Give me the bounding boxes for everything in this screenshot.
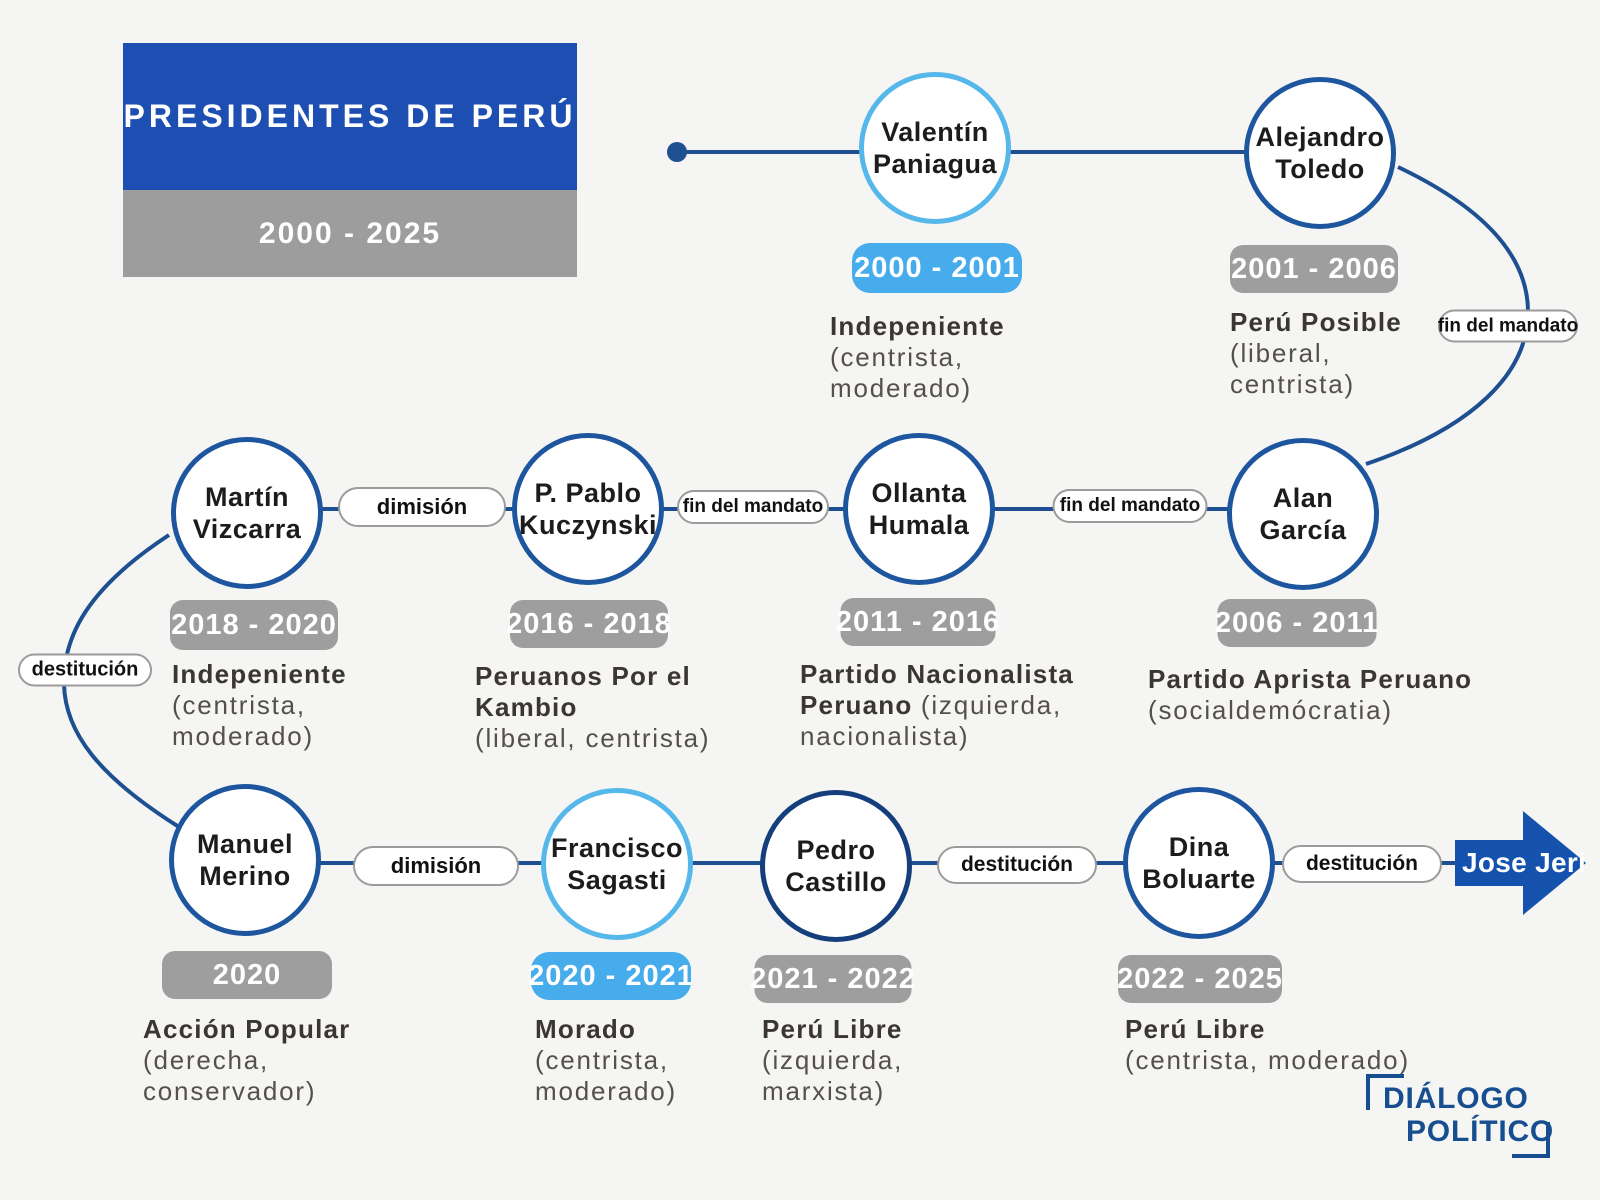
president-name: Toledo [1275, 154, 1365, 184]
page-subtitle: 2000 - 2025 [123, 190, 577, 277]
president-name: Manuel [196, 829, 293, 859]
president-name: Castillo [785, 867, 887, 897]
logo-bracket-top-left [1366, 1074, 1404, 1110]
term-badge-boluarte: 2022 - 2025 [1117, 955, 1282, 1003]
president-circle-merino: Manuel Merino [169, 784, 321, 936]
term-badge-castillo: 2021 - 2022 [750, 955, 915, 1003]
president-name: Boluarte [1142, 864, 1256, 894]
president-circle-kuczynski: P. Pablo Kuczynski [512, 433, 664, 585]
title-block: PRESIDENTES DE PERÚ 2000 - 2025 [123, 43, 577, 277]
party-desc-sagasti: Morado (centrista, moderado) [535, 1014, 677, 1107]
timeline-start-dot [667, 142, 687, 162]
party-orientation: (centrista, [830, 342, 964, 372]
party-orientation: (centrista, [172, 690, 306, 720]
connector-label-boluarte-jeri: destitución [1282, 845, 1442, 883]
term-badge-garcia: 2006 - 2011 [1215, 599, 1378, 647]
connector-label-humala-garcia: fin del mandato [1052, 489, 1208, 523]
party-desc-humala: Partido Nacionalista Peruano (izquierda,… [800, 659, 1074, 752]
connector-label-kuczynski-humala: fin del mandato [677, 490, 829, 524]
president-name: Dina [1168, 832, 1230, 862]
party-name: Peruanos Por el [475, 661, 691, 691]
party-desc-castillo: Perú Libre (izquierda, marxista) [762, 1014, 903, 1107]
party-orientation: moderado) [830, 373, 972, 403]
party-name: Indepeniente [830, 311, 1005, 341]
president-name: Humala [868, 510, 970, 540]
president-name: Kuczynski [518, 510, 658, 540]
party-desc-vizcarra: Indepeniente (centrista, moderado) [172, 659, 347, 752]
party-orientation: (centrista, moderado) [1125, 1045, 1410, 1075]
president-name: Sagasti [567, 865, 667, 895]
president-name: Alan [1272, 483, 1334, 513]
party-orientation: (liberal, [1230, 338, 1332, 368]
president-name: P. Pablo [534, 478, 642, 508]
president-name: Martín [205, 482, 289, 512]
president-name: García [1259, 515, 1347, 545]
party-desc-kuczynski: Peruanos Por el Kambio (liberal, centris… [475, 661, 710, 754]
party-orientation: centrista) [1230, 369, 1355, 399]
party-desc-merino: Acción Popular (derecha, conservador) [143, 1014, 351, 1107]
connector-label-toledo-garcia: fin del mandato [1438, 309, 1578, 343]
party-orientation: marxista) [762, 1076, 886, 1106]
party-orientation: (izquierda, [920, 690, 1063, 720]
party-name: Indepeniente [172, 659, 347, 689]
president-name: Francisco [550, 833, 684, 863]
president-name: Alejandro [1255, 122, 1385, 152]
connector-label-merino-sagasti: dimisión [353, 846, 519, 886]
president-circle-paniagua: Valentín Paniagua [859, 72, 1011, 224]
president-name: Pedro [796, 835, 876, 865]
term-badge-paniagua: 2000 - 2001 [852, 243, 1022, 293]
connector-label-vizcarra-kuczynski: dimisión [338, 487, 506, 527]
party-name: Morado [535, 1014, 637, 1044]
president-circle-sagasti: Francisco Sagasti [541, 788, 693, 940]
president-name: Vizcarra [192, 514, 302, 544]
party-orientation: moderado) [172, 721, 314, 751]
next-president-label: Jose Jeri [1462, 847, 1587, 878]
party-orientation: (centrista, [535, 1045, 669, 1075]
logo-bracket-bottom-right [1512, 1122, 1550, 1158]
party-orientation: (izquierda, [762, 1045, 904, 1075]
connector-label-vizcarra-merino: destitución [18, 653, 152, 687]
president-circle-toledo: Alejandro Toledo [1244, 77, 1396, 229]
logo-line-1: DIÁLOGO [1383, 1082, 1529, 1115]
party-name: Perú Libre [762, 1014, 903, 1044]
term-badge-kuczynski: 2016 - 2018 [506, 600, 671, 648]
page-title: PRESIDENTES DE PERÚ [123, 43, 577, 190]
party-name: Partido Nacionalista [800, 659, 1074, 689]
party-desc-garcia: Partido Aprista Peruano (socialdemócrati… [1148, 664, 1472, 726]
party-name: Perú Posible [1230, 307, 1402, 337]
party-orientation: moderado) [535, 1076, 677, 1106]
president-name: Merino [199, 861, 291, 891]
party-orientation: (liberal, centrista) [475, 723, 711, 753]
dialogo-politico-logo: DIÁLOGO POLÍTICO [1366, 1074, 1555, 1158]
party-orientation: (derecha, [143, 1045, 270, 1075]
party-name: Kambio [475, 692, 578, 722]
party-desc-paniagua: Indepeniente (centrista, moderado) [830, 311, 1005, 404]
president-circle-garcia: Alan García [1227, 438, 1379, 590]
party-name: Acción Popular [143, 1014, 351, 1044]
party-name: Perú Libre [1125, 1014, 1266, 1044]
party-name: Peruano [800, 690, 921, 720]
president-circle-humala: Ollanta Humala [843, 433, 995, 585]
term-badge-merino: 2020 [162, 951, 332, 999]
term-badge-sagasti: 2020 - 2021 [528, 952, 693, 1000]
party-orientation: (socialdemócratia) [1148, 695, 1393, 725]
party-name: Partido Aprista Peruano [1148, 664, 1473, 694]
party-orientation: nacionalista) [800, 721, 970, 751]
president-name: Paniagua [872, 149, 998, 179]
president-circle-castillo: Pedro Castillo [760, 790, 912, 942]
president-name: Ollanta [871, 478, 967, 508]
president-circle-boluarte: Dina Boluarte [1123, 787, 1275, 939]
term-badge-toledo: 2001 - 2006 [1230, 245, 1398, 293]
president-name: Valentín [881, 117, 989, 147]
party-orientation: conservador) [143, 1076, 317, 1106]
party-desc-toledo: Perú Posible (liberal, centrista) [1230, 307, 1402, 400]
party-desc-boluarte: Perú Libre (centrista, moderado) [1125, 1014, 1410, 1076]
president-circle-vizcarra: Martín Vizcarra [171, 437, 323, 589]
term-badge-humala: 2011 - 2016 [836, 598, 999, 646]
logo-line-2: POLÍTICO [1406, 1115, 1555, 1148]
connector-label-castillo-boluarte: destitución [937, 846, 1097, 884]
term-badge-vizcarra: 2018 - 2020 [170, 600, 338, 650]
next-president-arrow [1455, 811, 1586, 915]
